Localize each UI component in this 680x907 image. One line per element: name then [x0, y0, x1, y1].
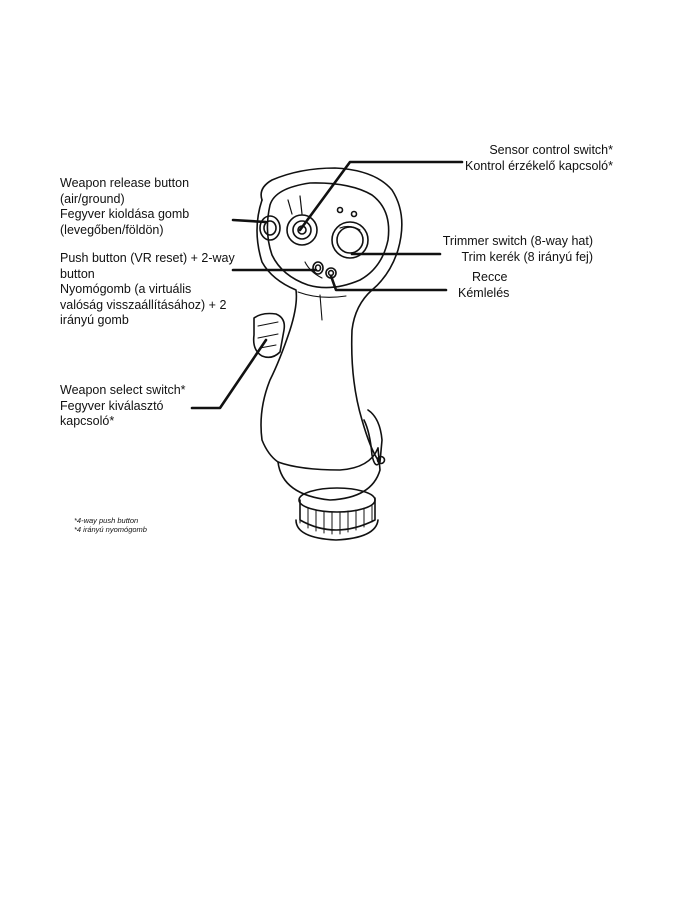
label-weapon-select: Weapon select switch* Fegyver kiválasztó…	[60, 383, 186, 428]
leader-weapon-select	[190, 338, 268, 410]
leader-weapon-release	[231, 218, 268, 224]
trimmer-hat	[331, 221, 369, 259]
leader-recce	[329, 274, 448, 292]
label-recce: Recce Kémlelés	[458, 270, 510, 300]
screw-1	[336, 206, 344, 214]
label-trimmer: Trimmer switch (8-way hat) Trim kerék (8…	[442, 234, 593, 264]
sensor-control-switch	[286, 195, 318, 246]
joystick-base	[277, 447, 381, 541]
leader-sensor-control	[298, 160, 464, 232]
label-push-button: Push button (VR reset) + 2-way button Ny…	[60, 251, 235, 327]
joystick-grip	[252, 167, 403, 466]
footnote: *4-way push button *4 irányú nyomógomb	[74, 516, 147, 534]
push-button-vr-reset	[312, 261, 324, 275]
label-weapon-release: Weapon release button (air/ground) Fegyv…	[60, 176, 190, 237]
label-sensor-control: Sensor control switch* Kontrol érzékelő …	[465, 143, 613, 173]
screw-2	[350, 210, 358, 218]
weapon-release-button	[259, 215, 281, 241]
